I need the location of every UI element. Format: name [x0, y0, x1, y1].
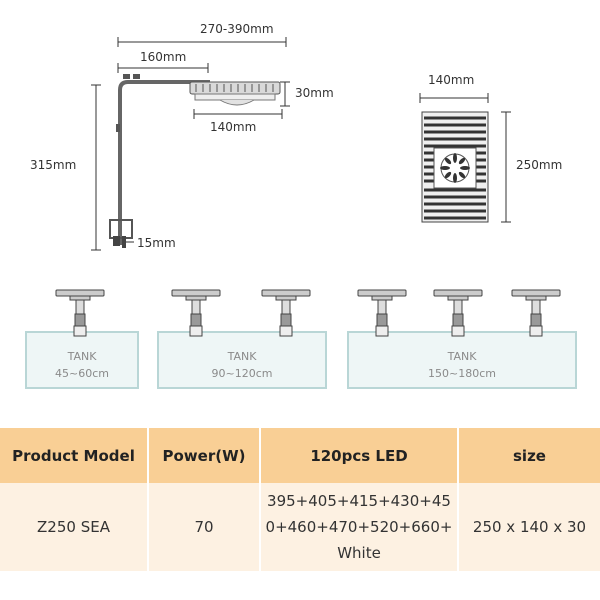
tank-medium-title: TANK — [227, 350, 257, 363]
dim-fixture-width-side: 140mm — [210, 120, 257, 134]
tank-small-label: TANK 45~60cm — [26, 348, 138, 382]
tank-small-range: 45~60cm — [55, 367, 109, 380]
cell-size: 250 x 140 x 30 — [457, 483, 600, 571]
tank-small — [25, 331, 139, 389]
product-diagram — [25, 37, 577, 389]
tank-large-label: TANK 150~180cm — [348, 348, 576, 382]
dim-fixture-height: 30mm — [295, 86, 334, 100]
spec-table: Product Model Power(W) 120pcs LED size Z… — [0, 428, 600, 571]
tank-small-title: TANK — [67, 350, 97, 363]
header-led: 120pcs LED — [259, 428, 458, 483]
dim-clamp: 15mm — [137, 236, 176, 250]
tank-medium — [157, 331, 327, 389]
side-view-fixture — [109, 74, 281, 248]
dimension-lines — [91, 37, 511, 251]
dim-height: 315mm — [30, 158, 77, 172]
lamp-units — [55, 289, 561, 337]
tank-large — [347, 331, 577, 389]
top-view-fixture — [421, 111, 489, 223]
header-size: size — [457, 428, 600, 483]
dim-top-length: 250mm — [516, 158, 563, 172]
header-product-model: Product Model — [0, 428, 148, 483]
spec-table-header-row: Product Model Power(W) 120pcs LED size — [0, 428, 600, 483]
cell-power: 70 — [147, 483, 260, 571]
header-power: Power(W) — [147, 428, 260, 483]
tank-medium-range: 90~120cm — [211, 367, 273, 380]
dim-overall-width: 270-390mm — [200, 22, 274, 36]
cell-model: Z250 SEA — [0, 483, 148, 571]
tank-large-range: 150~180cm — [428, 367, 496, 380]
table-row: Z250 SEA 70 395+405+415+430+450+460+470+… — [0, 483, 600, 571]
tank-medium-label: TANK 90~120cm — [158, 348, 326, 382]
dim-arm-length: 160mm — [140, 50, 187, 64]
dim-top-width: 140mm — [428, 73, 475, 87]
fan-icon — [440, 153, 470, 183]
cell-led: 395+405+415+430+450+460+470+520+660+Whit… — [259, 483, 458, 571]
tank-large-title: TANK — [447, 350, 477, 363]
